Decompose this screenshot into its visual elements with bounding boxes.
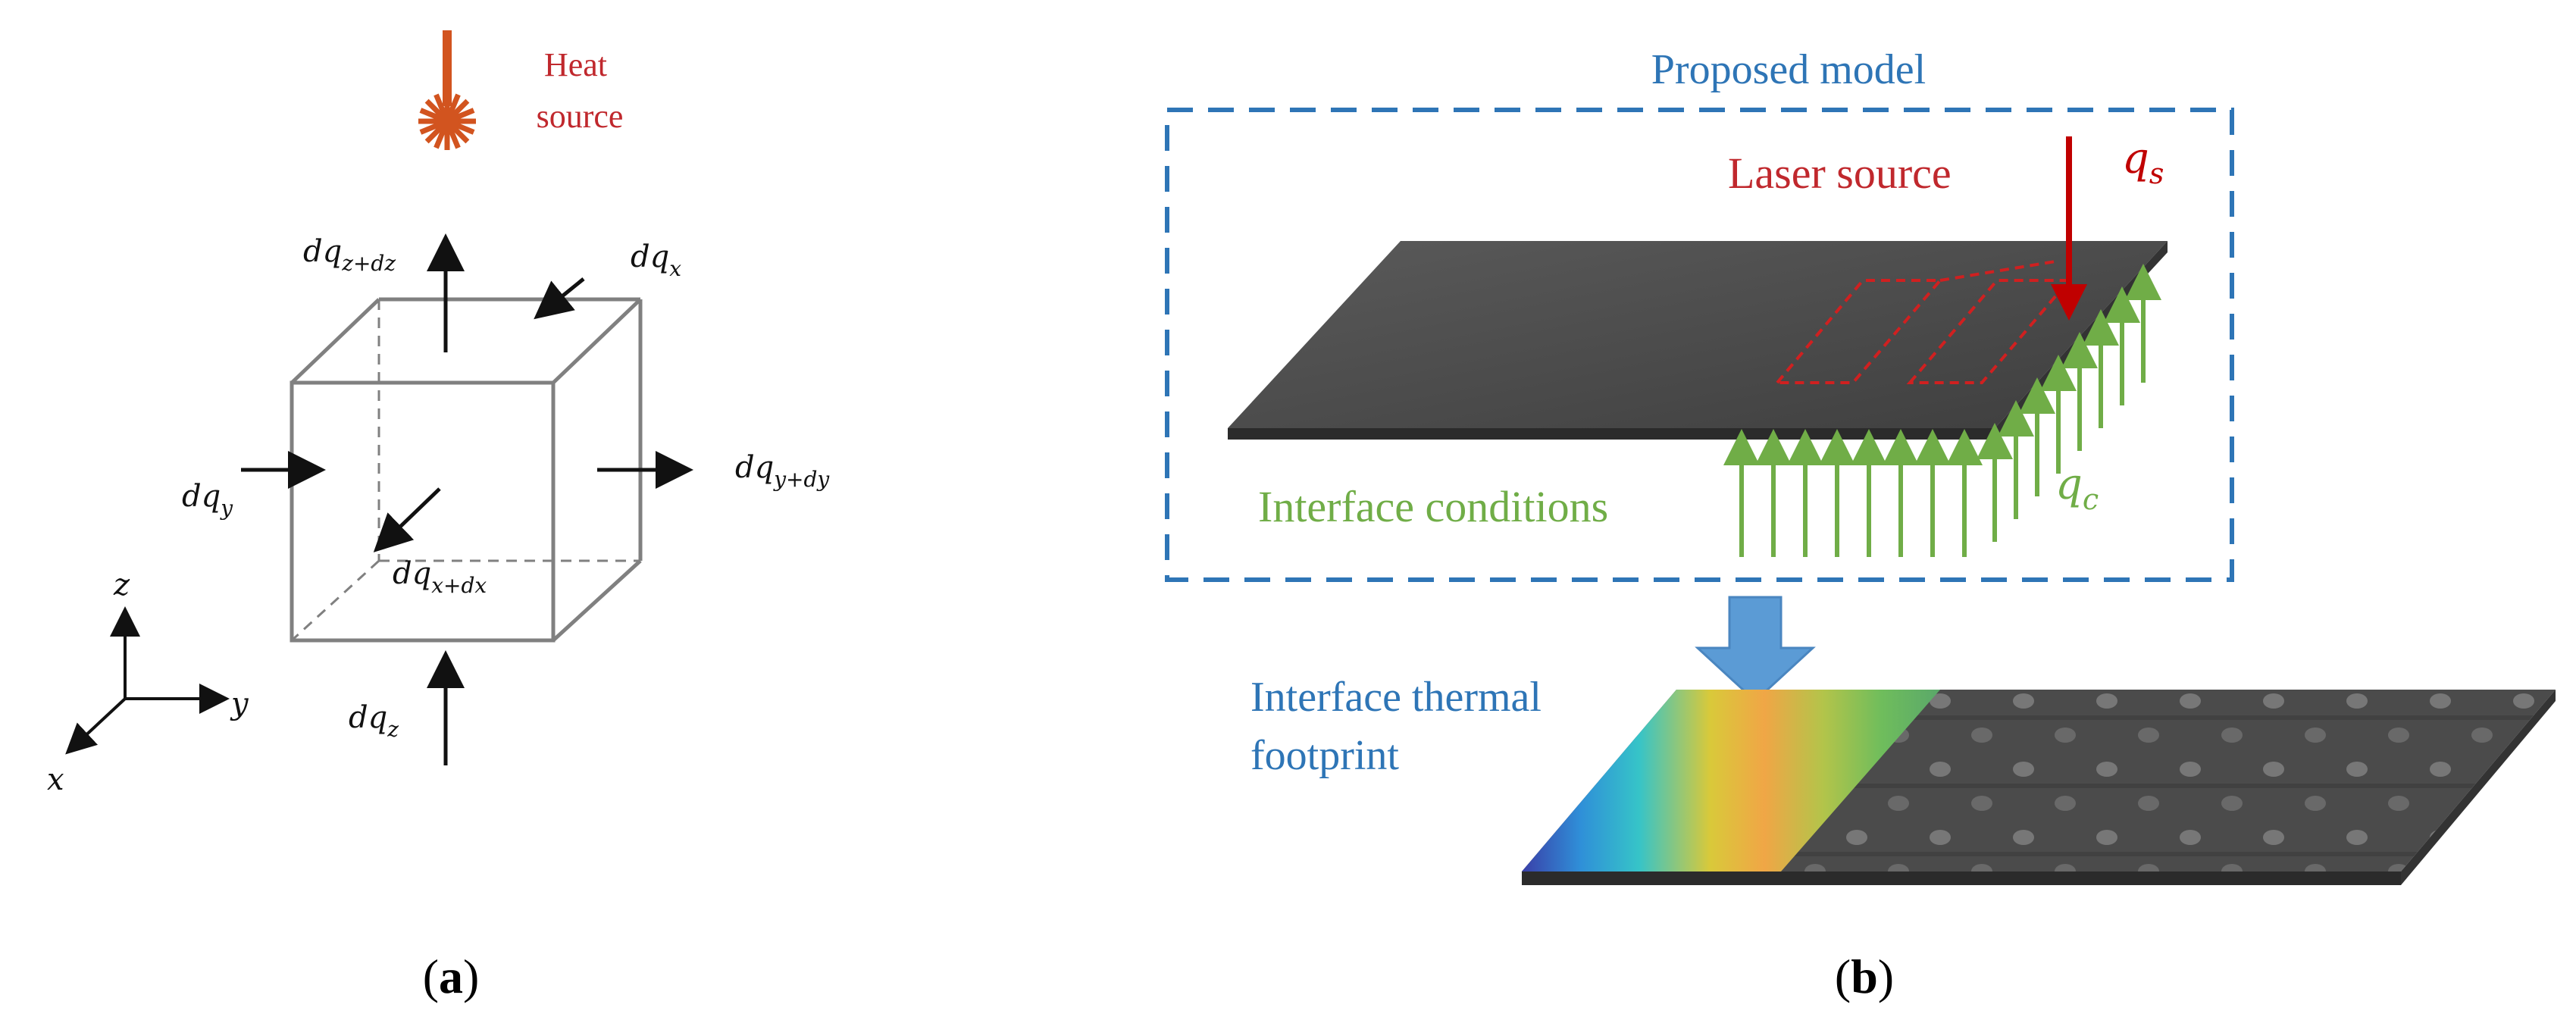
axis-y-label: y — [230, 687, 249, 721]
dq-x-label: dq — [631, 239, 669, 274]
dq-z-plus-dz-label: dq — [303, 234, 342, 269]
heat-ray — [434, 128, 446, 149]
panel-a-caption: (a) — [423, 950, 480, 1003]
flux-arrows — [241, 233, 693, 765]
dq-x-arrow — [534, 277, 585, 320]
heat-ray — [424, 99, 443, 117]
heat-ray — [454, 108, 475, 120]
heat-ray — [434, 93, 446, 114]
heat-ray — [419, 108, 440, 120]
svg-text:dqy+dy: dqy+dy — [735, 450, 830, 492]
q-c-label: qc — [2055, 460, 2099, 516]
axis-x-label: x — [47, 762, 64, 797]
control-volume-cube — [290, 297, 643, 643]
proposed-model-title: Proposed model — [1651, 46, 1926, 93]
heat-source-label: Heat — [544, 46, 607, 83]
dq-z-subscript: z — [387, 717, 399, 742]
proposed-model-box — [1165, 108, 2234, 582]
down-arrow-icon — [1695, 596, 1816, 703]
dq-x-plus-dx-arrow — [373, 487, 441, 552]
dq-y-plus-dy-label: dq — [735, 450, 774, 485]
heat-ray — [452, 99, 470, 117]
laser-track-1 — [1773, 279, 1944, 384]
dq-x-plus-dx-label: dq — [393, 556, 431, 591]
svg-text:dqz+dz: dqz+dz — [303, 234, 396, 276]
laser-track-2 — [1906, 279, 2073, 384]
svg-text:dqx: dqx — [631, 239, 681, 281]
svg-text:dqx+dx: dqx+dx — [393, 556, 487, 598]
heat-ray — [454, 122, 475, 135]
laser-source-label: Laser source — [1728, 149, 1952, 198]
thermal-footprint-plate — [1522, 690, 2556, 885]
dq-y-subscript: y — [219, 496, 233, 521]
heat-ray — [452, 126, 470, 144]
dq-y-label: dq — [182, 479, 221, 514]
heat-ray — [424, 126, 443, 144]
interface-conditions-label: Interface conditions — [1258, 482, 1608, 531]
heat-ray — [448, 93, 461, 114]
q-s-label: qs — [2122, 134, 2164, 190]
svg-text:Heat source: Heat source — [537, 46, 624, 135]
interface-arrows — [1723, 264, 2161, 557]
panel-a: Heat source — [47, 30, 830, 1003]
footprint-label: Interface thermal footprint — [1250, 674, 1552, 779]
panel-b: Proposed model Laser source qs Interface… — [1165, 46, 2556, 1003]
heat-ray — [419, 122, 440, 135]
dq-z-label: dq — [349, 700, 387, 735]
dq-x-plus-dx-subscript: x+dx — [431, 573, 487, 598]
coordinate-axes — [65, 606, 230, 755]
composite-plate — [1228, 241, 2168, 440]
svg-text:dqy: dqy — [182, 479, 233, 521]
axis-z-label: z — [113, 568, 130, 602]
dq-x-subscript: x — [669, 256, 681, 281]
heat-ray — [448, 128, 461, 149]
svg-text:dqz: dqz — [349, 700, 399, 742]
panel-b-caption: (b) — [1835, 950, 1894, 1003]
dq-y-plus-dy-subscript: y+dy — [772, 467, 830, 492]
dq-z-plus-dz-subscript: z+dz — [341, 251, 396, 276]
heat-source-icon — [418, 30, 476, 150]
heat-source-label-line2: source — [537, 98, 624, 135]
